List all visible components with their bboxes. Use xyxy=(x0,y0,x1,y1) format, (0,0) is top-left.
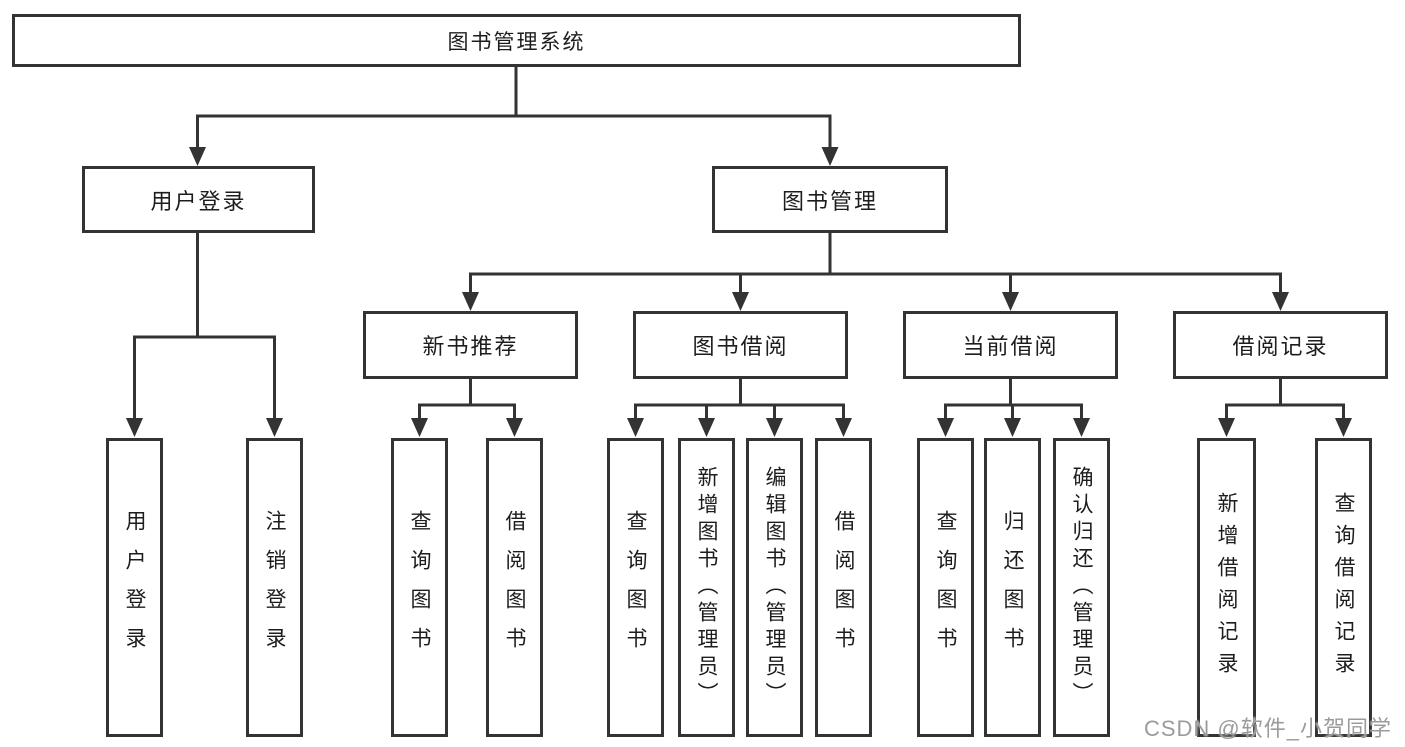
leaf-add-borrow-record: 新增借阅记录 xyxy=(1197,438,1256,737)
leaf-borrow-books-2-label: 借阅图书 xyxy=(832,509,855,666)
node-user-login: 用户登录 xyxy=(82,166,315,233)
leaf-edit-book-admin-label: 编辑图书（管理员） xyxy=(763,466,786,709)
node-borrow-records: 借阅记录 xyxy=(1173,311,1388,379)
node-book-management: 图书管理 xyxy=(712,166,948,233)
node-root: 图书管理系统 xyxy=(12,14,1021,67)
node-book-borrow-label: 图书借阅 xyxy=(692,334,789,359)
leaf-query-books-1-label: 查询图书 xyxy=(408,509,431,666)
leaf-borrow-books-2: 借阅图书 xyxy=(815,438,872,737)
leaf-confirm-return-admin-label: 确认归还（管理员） xyxy=(1070,466,1093,709)
node-current-borrow-label: 当前借阅 xyxy=(962,334,1059,359)
leaf-logout-label: 注销登录 xyxy=(263,509,286,666)
leaf-user-login-label: 用户登录 xyxy=(123,509,146,666)
leaf-user-login: 用户登录 xyxy=(106,438,163,737)
leaf-add-borrow-record-label: 新增借阅记录 xyxy=(1215,491,1238,684)
node-current-borrow: 当前借阅 xyxy=(903,311,1118,379)
leaf-edit-book-admin: 编辑图书（管理员） xyxy=(746,438,803,737)
leaf-add-book-admin-label: 新增图书（管理员） xyxy=(695,466,718,709)
node-book-borrow: 图书借阅 xyxy=(633,311,848,379)
leaf-return-book: 归还图书 xyxy=(984,438,1041,737)
leaf-query-books-3: 查询图书 xyxy=(917,438,974,737)
leaf-query-borrow-record: 查询借阅记录 xyxy=(1315,438,1372,737)
leaf-query-borrow-record-label: 查询借阅记录 xyxy=(1332,491,1355,684)
node-user-login-label: 用户登录 xyxy=(150,188,247,214)
leaf-borrow-books-1-label: 借阅图书 xyxy=(503,509,526,666)
leaf-add-book-admin: 新增图书（管理员） xyxy=(678,438,735,737)
leaf-logout: 注销登录 xyxy=(246,438,303,737)
node-new-book-recommend-label: 新书推荐 xyxy=(422,334,519,359)
node-new-book-recommend: 新书推荐 xyxy=(363,311,578,379)
leaf-query-books-1: 查询图书 xyxy=(391,438,448,737)
leaf-query-books-3-label: 查询图书 xyxy=(934,509,957,666)
node-root-label: 图书管理系统 xyxy=(447,30,586,54)
leaf-confirm-return-admin: 确认归还（管理员） xyxy=(1053,438,1110,737)
node-borrow-records-label: 借阅记录 xyxy=(1232,334,1329,359)
leaf-query-books-2: 查询图书 xyxy=(607,438,664,737)
csdn-watermark: CSDN @软件_小贺同学 xyxy=(1143,716,1392,741)
node-book-management-label: 图书管理 xyxy=(781,188,878,214)
leaf-return-book-label: 归还图书 xyxy=(1001,509,1024,666)
leaf-borrow-books-1: 借阅图书 xyxy=(486,438,543,737)
leaf-query-books-2-label: 查询图书 xyxy=(624,509,647,666)
